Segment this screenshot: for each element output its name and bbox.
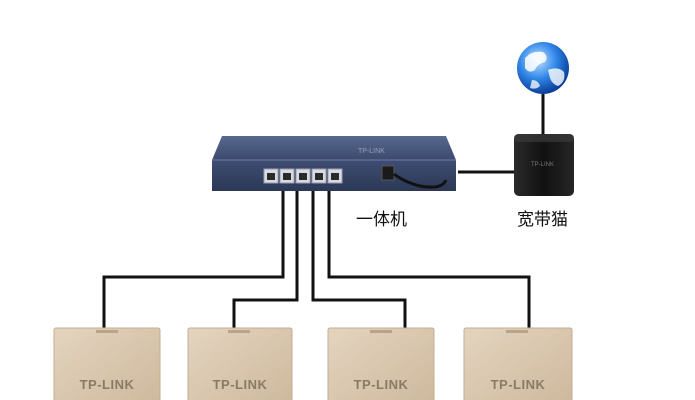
cable-ap-4: [327, 190, 531, 328]
ap-item-2: TP-LINK: [187, 327, 293, 400]
panel-ap-icon: [463, 327, 573, 400]
router-icon: TP-LINK: [212, 136, 456, 191]
ap-item-3: TP-LINK: [327, 327, 435, 400]
ap-item-4: TP-LINK: [463, 327, 573, 400]
cable-ap-3: [311, 190, 407, 328]
cable-ap-2: [232, 190, 299, 328]
svg-text:TP-LINK: TP-LINK: [531, 162, 554, 168]
ap-list: TP-LINK TP-LINK TP-LINK TP-LINK: [53, 327, 573, 400]
panel-ap-icon: [327, 327, 435, 400]
modem-icon: TP-LINK: [514, 134, 574, 196]
router-label: 一体机: [356, 210, 407, 230]
ap-brand-label: TP-LINK: [354, 377, 409, 392]
panel-ap-icon: [53, 327, 161, 400]
router-lan-ports: [263, 168, 343, 184]
panel-ap-icon: [187, 327, 293, 400]
ap-item-1: TP-LINK: [53, 327, 161, 400]
svg-text:TP-LINK: TP-LINK: [358, 148, 385, 155]
globe-icon: [517, 42, 569, 94]
cables: [102, 94, 545, 328]
modem-label: 宽带猫: [517, 210, 568, 230]
cable-ap-1: [102, 190, 285, 328]
ap-brand-label: TP-LINK: [80, 377, 135, 392]
ap-brand-label: TP-LINK: [213, 377, 268, 392]
router-power-port: [381, 165, 395, 181]
ap-brand-label: TP-LINK: [491, 377, 546, 392]
